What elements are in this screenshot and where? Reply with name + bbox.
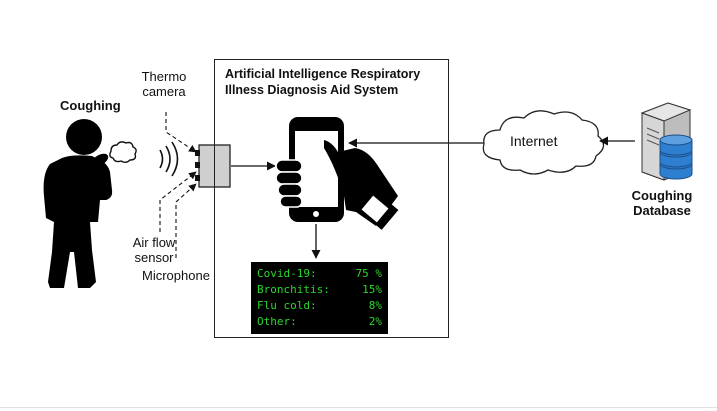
result-name: Flu cold:	[257, 299, 317, 312]
database-label: Coughing Database	[622, 188, 702, 218]
result-row: Covid-19: 75 %	[257, 266, 382, 282]
result-row: Flu cold: 8%	[257, 298, 382, 314]
result-name: Bronchitis:	[257, 283, 330, 296]
result-value: 2%	[368, 315, 382, 328]
microphone-label: Microphone	[142, 268, 210, 283]
thermo-camera-label: Thermo camera	[139, 69, 189, 99]
sensor-leaders	[159, 112, 197, 258]
thermo-camera-label-line-1: Thermo	[141, 69, 187, 84]
air-flow-sensor-label-line-2: sensor	[134, 250, 174, 265]
person-label: Coughing	[60, 98, 121, 113]
result-value: 15%	[362, 283, 382, 296]
bottom-divider	[0, 407, 717, 408]
cloud-icon	[482, 110, 605, 175]
diagnosis-results-screen: Covid-19: 75 % Bronchitis: 15% Flu cold:…	[251, 262, 388, 334]
result-name: Covid-19:	[257, 267, 317, 280]
result-row: Other: 2%	[257, 314, 382, 330]
result-name: Other:	[257, 315, 297, 328]
result-row: Bronchitis: 15%	[257, 282, 382, 298]
system-title-line-1: Artificial Intelligence Respiratory	[225, 67, 421, 81]
person-coughing-icon	[43, 119, 113, 288]
air-flow-sensor-label: Air flow sensor	[128, 235, 180, 265]
result-value: 75 %	[355, 267, 383, 280]
air-flow-sensor-label-line-1: Air flow	[132, 235, 176, 250]
sound-waves-icon	[159, 141, 179, 177]
cough-puff-icon	[109, 141, 137, 163]
database-server-icon	[640, 102, 693, 181]
thermo-camera-label-line-2: camera	[142, 84, 186, 99]
system-box	[214, 59, 449, 338]
database-label-line-1: Coughing	[631, 188, 693, 203]
database-label-line-2: Database	[633, 203, 691, 218]
system-title: Artificial Intelligence Respiratory Illn…	[225, 66, 450, 98]
internet-label: Internet	[510, 133, 558, 149]
hand-smartphone-icon	[275, 117, 399, 230]
system-title-line-2: Illness Diagnosis Aid System	[225, 83, 399, 97]
result-value: 8%	[368, 299, 382, 312]
